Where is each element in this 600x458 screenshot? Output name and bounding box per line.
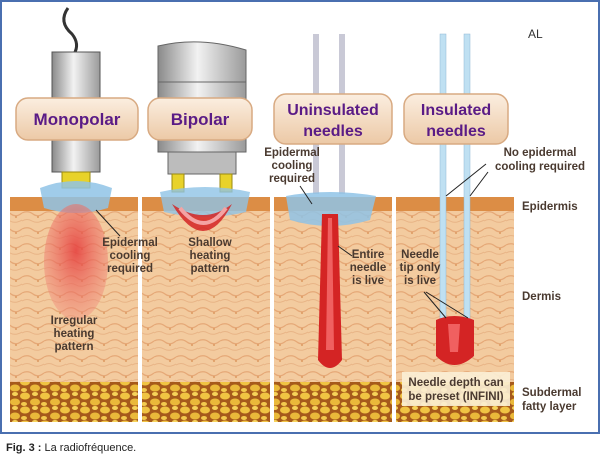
annotation-shallow-heating: Shallow heating pattern (188, 237, 232, 275)
annotation-unins-cooling: Epidermal cooling required (264, 147, 320, 205)
annotation-needle-tip: Needle tip only is live (400, 249, 469, 319)
svg-text:is live: is live (404, 275, 436, 287)
author-initials: AL (528, 27, 543, 41)
svg-text:needles: needles (303, 123, 363, 140)
svg-text:heating: heating (190, 250, 231, 262)
svg-text:Irregular: Irregular (51, 315, 98, 327)
svg-text:Epidermal: Epidermal (102, 237, 158, 249)
heating-zone (172, 204, 232, 231)
figure-caption: Fig. 3 : La radiofréquence. (6, 442, 136, 454)
svg-text:Monopolar: Monopolar (34, 110, 121, 129)
svg-text:No epidermal: No epidermal (504, 147, 577, 159)
svg-text:cooling required: cooling required (495, 161, 585, 173)
cooling-zone (40, 181, 112, 213)
annotation-needle-depth: Needle depth can be preset (INFINI) (402, 372, 510, 406)
label-monopolar: Monopolar (15, 97, 139, 141)
svg-text:heating: heating (54, 328, 95, 340)
svg-text:needle: needle (350, 262, 386, 274)
svg-text:Uninsulated: Uninsulated (287, 102, 379, 119)
svg-text:cooling: cooling (110, 250, 151, 262)
annotation-irregular-heating: Irregular heating pattern (51, 315, 98, 353)
annotation-mono-cooling: Epidermal cooling required (95, 209, 158, 275)
svg-text:Shallow: Shallow (188, 237, 232, 249)
label-insulated: Insulated needles (403, 93, 509, 145)
svg-text:Needle: Needle (401, 249, 439, 261)
svg-text:be preset (INFINI): be preset (INFINI) (408, 391, 503, 403)
annotation-entire-needle: Entire needle is live (337, 245, 386, 287)
tissue-block-bipolar (142, 197, 270, 422)
caption-label: Fig. 3 : (6, 442, 42, 454)
layer-subdermal-label-2: fatty layer (522, 401, 577, 413)
svg-text:Entire: Entire (352, 249, 385, 261)
svg-text:cooling: cooling (272, 160, 313, 172)
insulated-needles (436, 33, 474, 365)
svg-text:required: required (269, 173, 315, 185)
cooling-zone (286, 192, 376, 226)
svg-text:pattern: pattern (191, 263, 230, 275)
svg-text:is live: is live (352, 275, 384, 287)
label-bipolar: Bipolar (147, 97, 253, 141)
svg-text:needles: needles (426, 123, 486, 140)
svg-text:Needle depth can: Needle depth can (408, 377, 503, 389)
annotation-no-cooling: No epidermal cooling required (445, 147, 585, 197)
layer-subdermal-label: Subdermal (522, 387, 581, 399)
cooling-zone (160, 187, 250, 217)
heating-zone (44, 204, 108, 320)
label-uninsulated: Uninsulated needles (273, 93, 393, 145)
svg-text:pattern: pattern (55, 341, 94, 353)
svg-text:tip only: tip only (400, 262, 441, 274)
svg-text:Bipolar: Bipolar (171, 110, 230, 129)
svg-text:required: required (107, 263, 153, 275)
svg-text:Epidermal: Epidermal (264, 147, 320, 159)
caption-text: La radiofréquence. (41, 442, 137, 454)
layer-epidermis-label: Epidermis (522, 201, 578, 213)
svg-text:Insulated: Insulated (421, 102, 491, 119)
layer-dermis-label: Dermis (522, 291, 561, 303)
